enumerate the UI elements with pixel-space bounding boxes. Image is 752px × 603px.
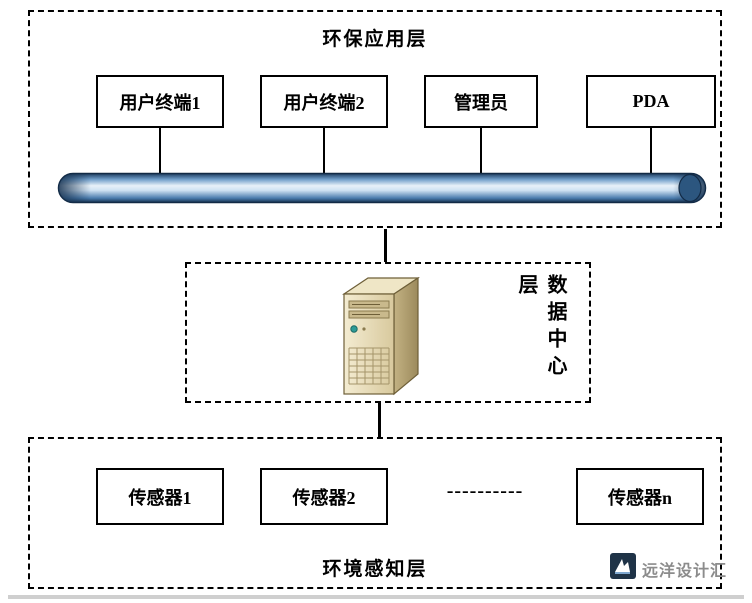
connector-admin-bus: [480, 128, 482, 174]
network-bus-icon: [57, 172, 707, 204]
connector-pda-bus: [650, 128, 652, 174]
node-sensor-n: 传感器n: [576, 468, 704, 525]
connector-app-datacenter: [384, 229, 387, 262]
sensing-layer-title: 环境感知层: [322, 559, 428, 580]
server-tower-icon: [330, 268, 426, 400]
node-user-terminal-1: 用户终端1: [96, 75, 224, 128]
sensor-ellipsis: ----------: [446, 480, 524, 502]
watermark-logo-icon: [610, 553, 636, 579]
connector-terminal2-bus: [323, 128, 325, 174]
watermark-text: 远洋设计汇: [642, 563, 728, 580]
connector-terminal1-bus: [159, 128, 161, 174]
node-sensor-1: 传感器1: [96, 468, 224, 525]
node-user-terminal-2: 用户终端2: [260, 75, 388, 128]
connector-datacenter-sensing: [378, 403, 381, 437]
node-pda: PDA: [586, 75, 716, 128]
application-layer-title: 环保应用层: [322, 29, 428, 50]
sensing-layer-box: [28, 437, 722, 589]
data-center-layer-box: [185, 262, 591, 403]
data-center-layer-title: 数据中心层: [515, 274, 566, 382]
node-sensor-2: 传感器2: [260, 468, 388, 525]
application-layer-box: [28, 10, 722, 228]
node-administrator: 管理员: [424, 75, 538, 128]
bottom-divider: [8, 595, 744, 599]
